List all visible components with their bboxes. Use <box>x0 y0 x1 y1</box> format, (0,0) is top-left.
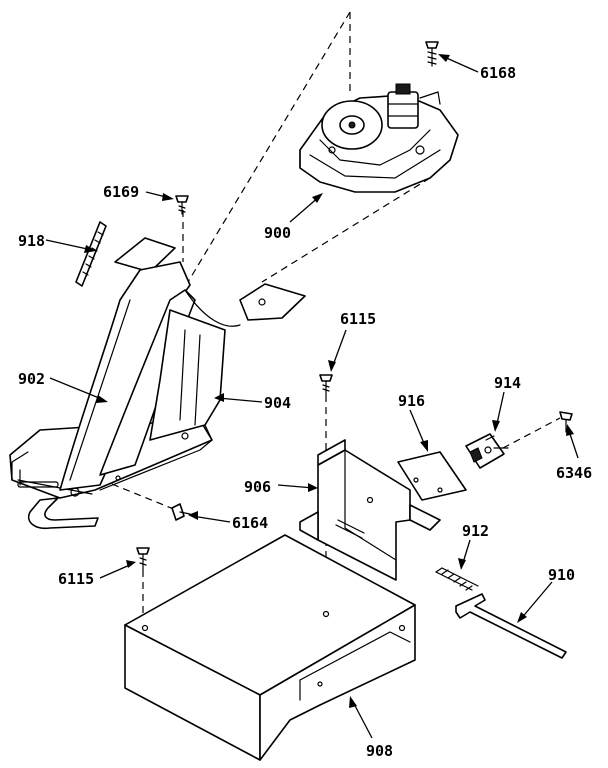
motor-assembly-900 <box>299 83 459 193</box>
label-912: 912 <box>462 522 489 540</box>
label-902: 902 <box>18 370 45 388</box>
label-6115-bottom: 6115 <box>58 570 94 588</box>
screw-6115-bottom <box>136 547 150 571</box>
spring-912 <box>435 567 479 591</box>
tray-908 <box>124 534 416 761</box>
label-910: 910 <box>548 566 575 584</box>
rod-910 <box>455 593 567 659</box>
label-6168: 6168 <box>480 64 516 82</box>
switch-914 <box>465 433 509 469</box>
label-900: 900 <box>264 224 291 242</box>
screw-6169 <box>175 195 189 215</box>
label-6164: 6164 <box>232 514 268 532</box>
label-908: 908 <box>366 742 393 760</box>
screw-6115-top <box>319 374 333 396</box>
screw-6168 <box>425 41 439 67</box>
callout-labels: 6168 6169 900 918 6115 902 904 916 914 6… <box>18 64 592 760</box>
plate-906 <box>299 439 441 581</box>
rod-918 <box>75 221 107 287</box>
label-6115-top: 6115 <box>340 310 376 328</box>
label-916: 916 <box>398 392 425 410</box>
label-906: 906 <box>244 478 271 496</box>
switch-plate-916 <box>397 451 467 501</box>
screw-6346 <box>559 411 573 433</box>
label-6346: 6346 <box>556 464 592 482</box>
label-904: 904 <box>264 394 291 412</box>
assembly-dashed-lines <box>111 11 561 622</box>
bracket-902-904 <box>9 237 306 530</box>
label-914: 914 <box>494 374 521 392</box>
label-6169: 6169 <box>103 183 139 201</box>
screw-6164 <box>171 503 191 521</box>
label-918: 918 <box>18 232 45 250</box>
callout-leaders <box>45 54 579 739</box>
